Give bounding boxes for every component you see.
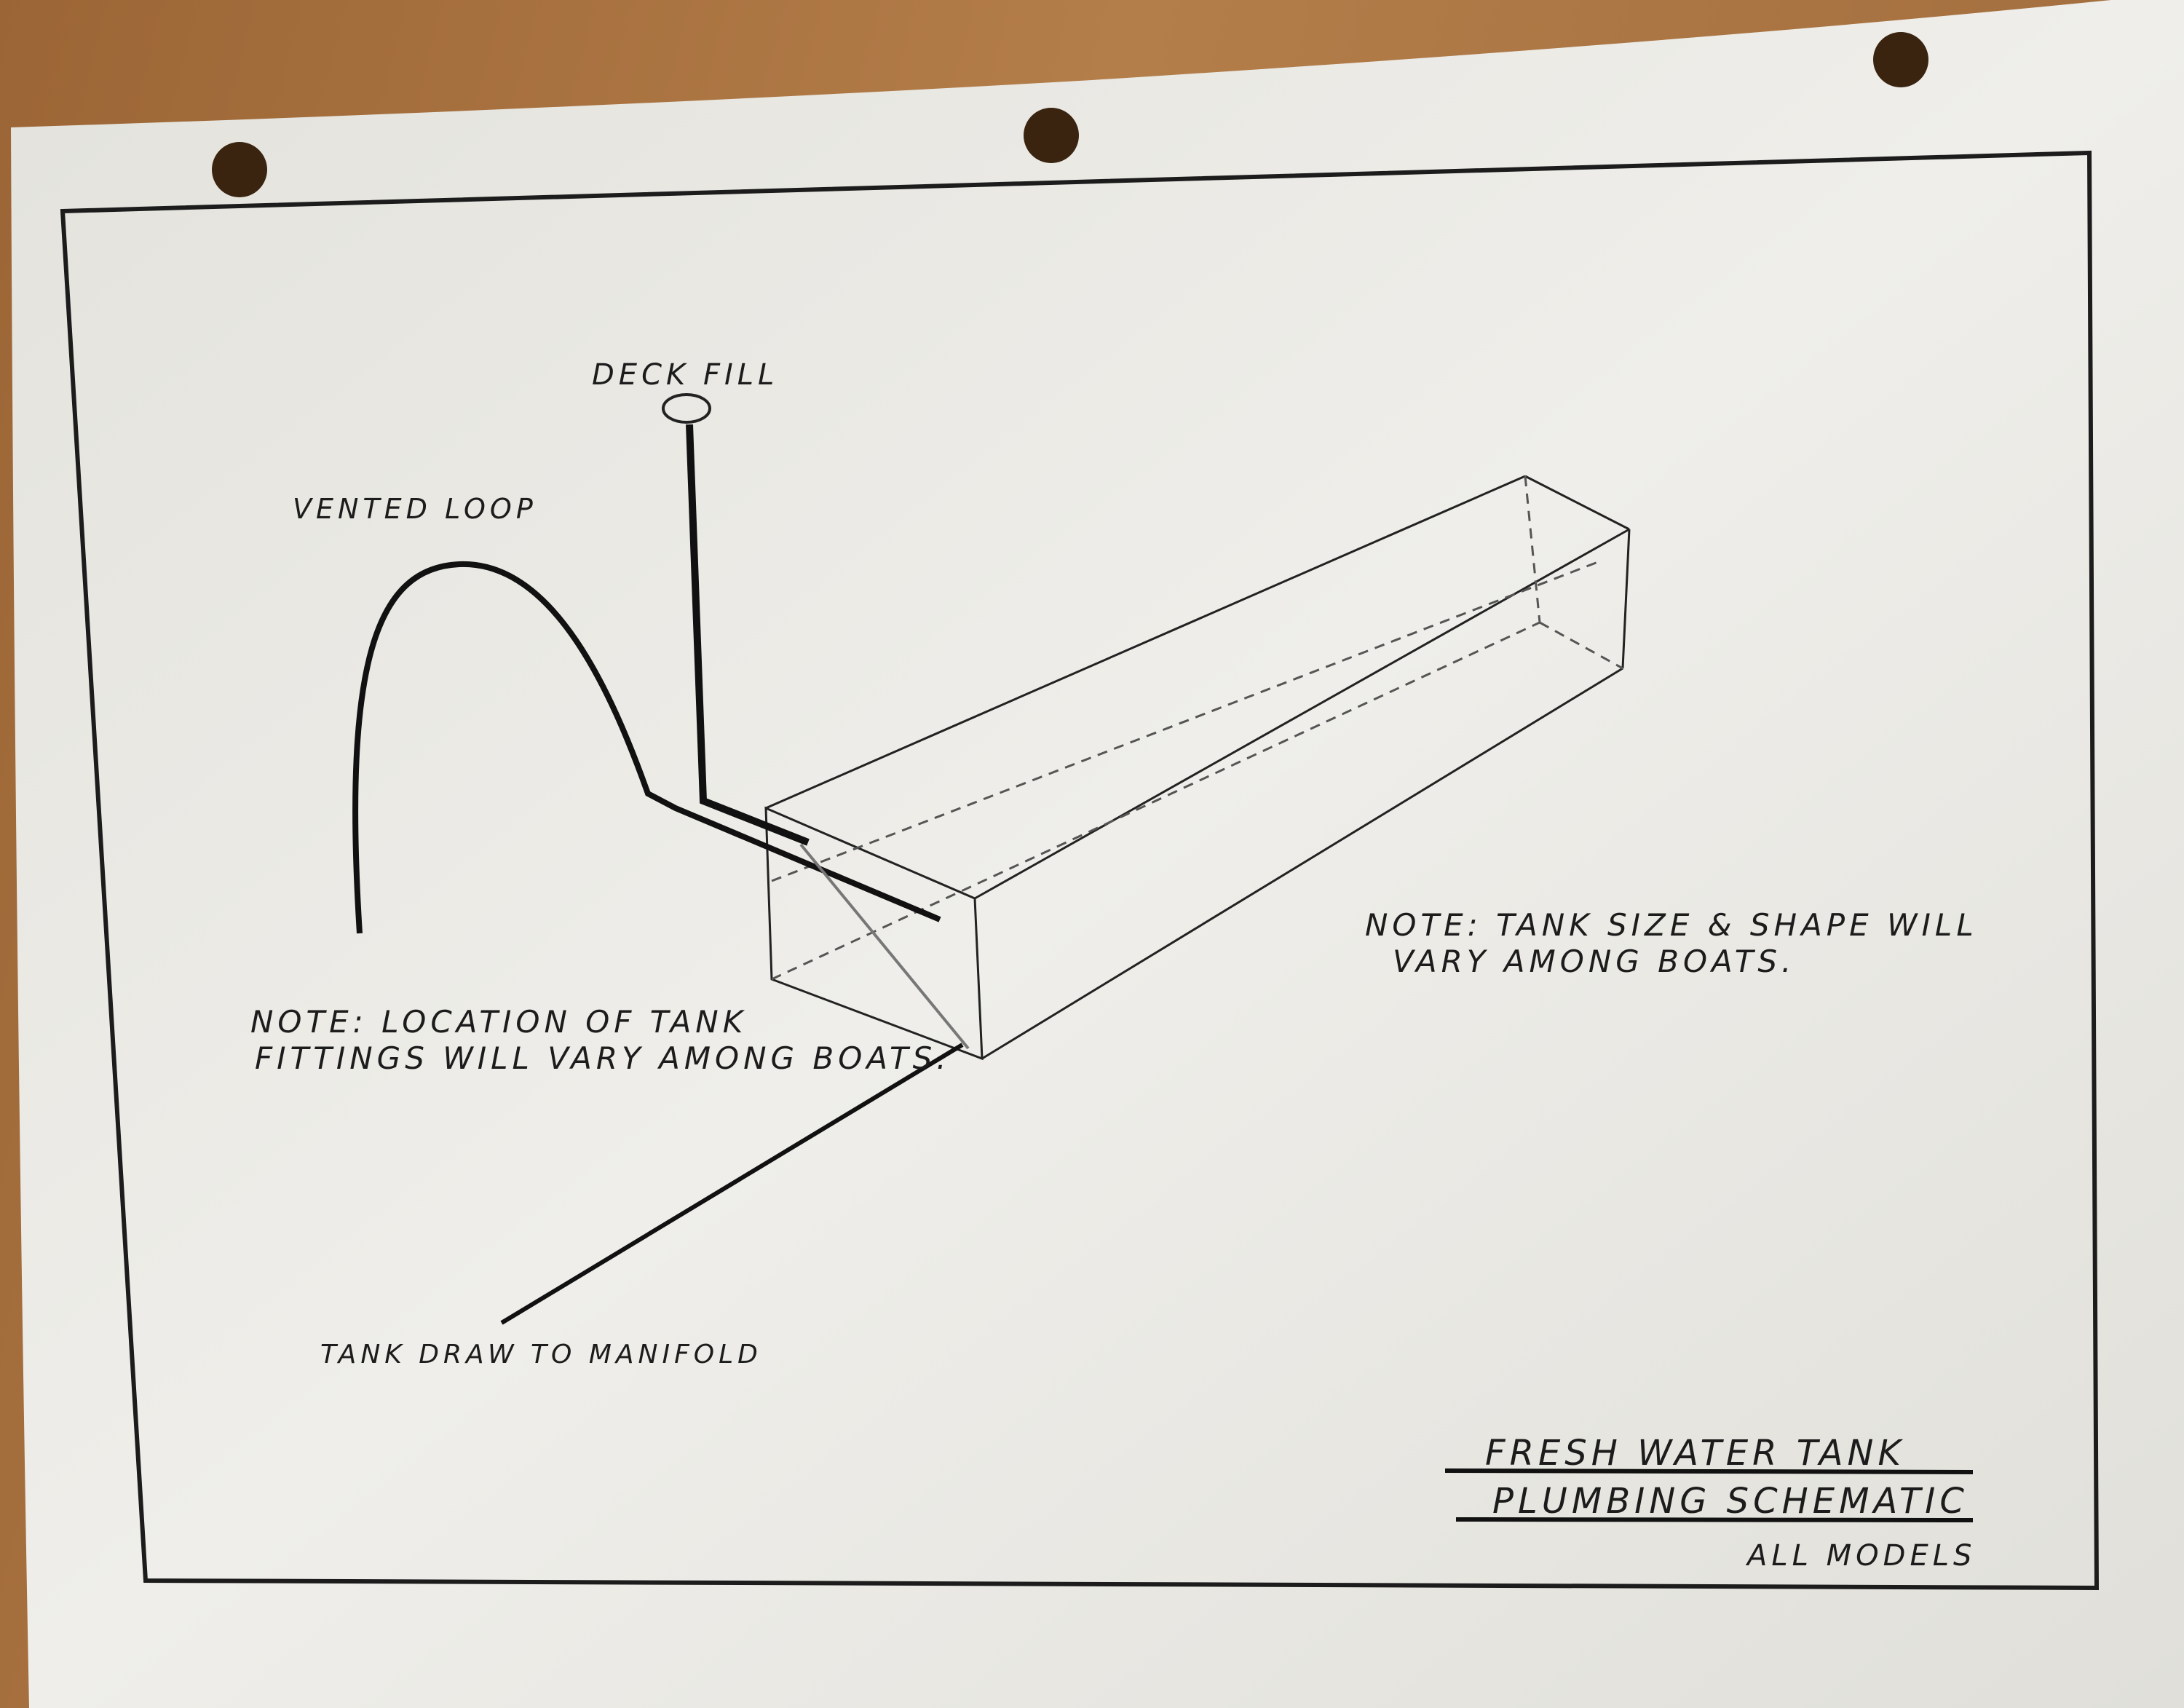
- tank-draw-label: TANK DRAW TO MANIFOLD: [320, 1340, 762, 1369]
- tank-box: [764, 475, 1631, 1061]
- deck-fill-label: DECK FILL: [592, 358, 778, 392]
- title-line2: PLUMBING SCHEMATIC: [1492, 1481, 1969, 1522]
- binder-hole: [212, 142, 267, 197]
- title-line1: FRESH WATER TANK: [1485, 1433, 1905, 1474]
- fitting-leader-line: [799, 843, 970, 1050]
- fittings-note-line2: FITTINGS WILL VARY AMONG BOATS.: [255, 1040, 951, 1076]
- paper-sheet: [11, 0, 2184, 1708]
- deck-fill-hose: [686, 424, 810, 846]
- tank-note-line1: NOTE: TANK SIZE & SHAPE WILL: [1365, 907, 1978, 943]
- deck-fill-fitting: [662, 393, 711, 424]
- drawing-border: [60, 150, 2100, 1591]
- title-line3: ALL MODELS: [1745, 1539, 1976, 1573]
- title-block: FRESH WATER TANK PLUMBING SCHEMATIC ALL …: [1444, 1433, 1976, 1573]
- vented-loop-hose: [352, 561, 941, 934]
- binder-hole: [1873, 32, 1928, 87]
- vented-loop-label: VENTED LOOP: [293, 493, 537, 525]
- binder-hole: [1024, 108, 1079, 163]
- tank-draw-hose: [500, 1043, 964, 1325]
- tank-note-line2: VARY AMONG BOATS.: [1393, 944, 1795, 979]
- title-underline: [1444, 1468, 1974, 1474]
- fittings-note-line1: NOTE: LOCATION OF TANK: [250, 1004, 747, 1040]
- title-underline: [1455, 1517, 1974, 1522]
